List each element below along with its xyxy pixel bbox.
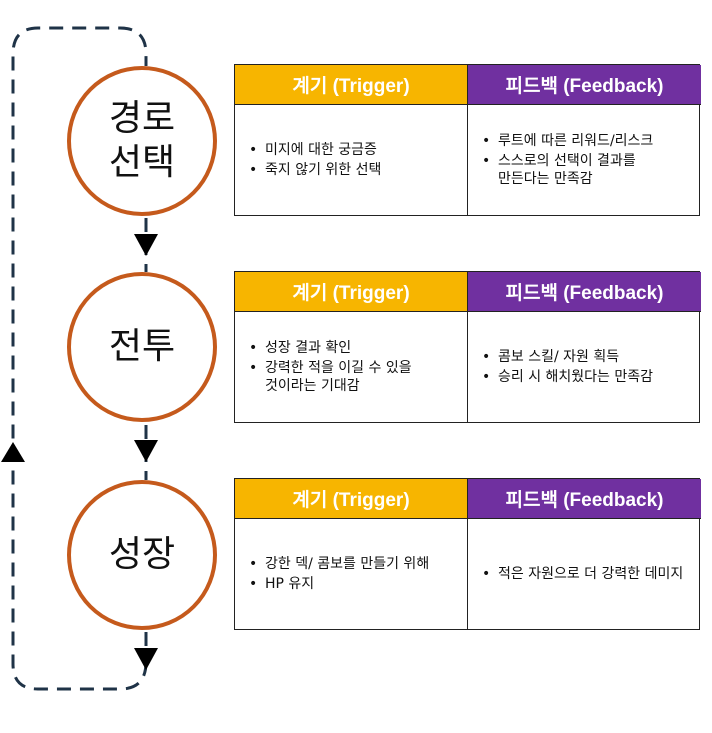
bullet-item: 성장 결과 확인 <box>249 339 453 357</box>
feedback-header: 피드백 (Feedback) <box>468 479 701 519</box>
stage-panel: 계기 (Trigger) 피드백 (Feedback) 강한 덱/ 콤보를 만들… <box>234 478 701 630</box>
trigger-header: 계기 (Trigger) <box>235 479 468 519</box>
bullet-item: 콤보 스킬/ 자원 획득 <box>482 348 653 366</box>
bullet-item: 스스로의 선택이 결과를 만든다는 만족감 <box>482 152 687 188</box>
feedback-header: 피드백 (Feedback) <box>468 272 701 312</box>
bullet-item: 강한 덱/ 콤보를 만들기 위해 <box>249 555 429 573</box>
trigger-cell: 강한 덱/ 콤보를 만들기 위해 HP 유지 <box>235 519 468 629</box>
stage-panel: 계기 (Trigger) 피드백 (Feedback) 성장 결과 확인강력한 … <box>234 271 701 423</box>
feedback-cell: 루트에 따른 리워드/리스크스스로의 선택이 결과를 만든다는 만족감 <box>468 105 701 215</box>
bullet-item: 적은 자원으로 더 강력한 데미지 <box>482 565 683 583</box>
trigger-cell: 성장 결과 확인강력한 적을 이길 수 있을 것이라는 기대감 <box>235 312 468 422</box>
feedback-cell: 적은 자원으로 더 강력한 데미지 <box>468 519 701 629</box>
stage-circle-battle: 전투 <box>67 272 217 422</box>
stage-label: 성장 <box>108 534 176 575</box>
arrow-up-icon <box>1 442 25 462</box>
stage-circle-growth: 성장 <box>67 480 217 630</box>
stage-label: 전투 <box>108 326 176 367</box>
bullet-item: 루트에 따른 리워드/리스크 <box>482 132 687 150</box>
trigger-header: 계기 (Trigger) <box>235 65 468 105</box>
bullet-item: 승리 시 해치웠다는 만족감 <box>482 368 653 386</box>
arrow-down-icon <box>134 440 158 462</box>
bullet-item: 죽지 않기 위한 선택 <box>249 161 381 179</box>
feedback-header: 피드백 (Feedback) <box>468 65 701 105</box>
bullet-item: 미지에 대한 궁금증 <box>249 141 381 159</box>
arrow-down-icon <box>134 234 158 256</box>
stage-circle-route-select: 경로 선택 <box>67 66 217 216</box>
arrow-down-icon <box>134 648 158 670</box>
stage-panel: 계기 (Trigger) 피드백 (Feedback) 미지에 대한 궁금증죽지… <box>234 64 701 216</box>
bullet-item: 강력한 적을 이길 수 있을 것이라는 기대감 <box>249 359 453 395</box>
feedback-cell: 콤보 스킬/ 자원 획득승리 시 해치웠다는 만족감 <box>468 312 701 422</box>
trigger-header: 계기 (Trigger) <box>235 272 468 312</box>
stage-label: 경로 선택 <box>108 98 176 183</box>
trigger-cell: 미지에 대한 궁금증죽지 않기 위한 선택 <box>235 105 468 215</box>
bullet-item: HP 유지 <box>249 575 429 593</box>
